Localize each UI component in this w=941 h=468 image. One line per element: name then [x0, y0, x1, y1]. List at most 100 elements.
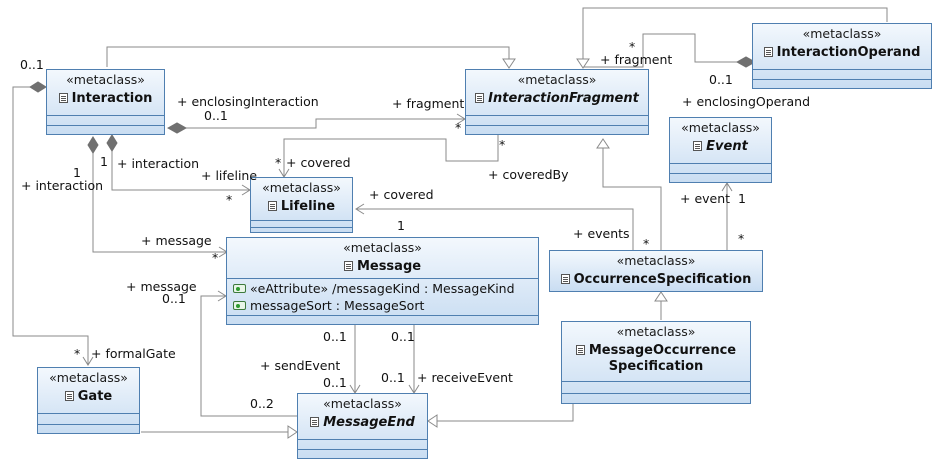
- class-name: OccurrenceSpecification: [573, 272, 752, 287]
- edge-interaction-gate: [12, 86, 89, 365]
- role-label: + enclosingOperand: [682, 94, 811, 109]
- multiplicity-label: 0..1: [20, 57, 44, 72]
- class-icon: [58, 93, 68, 103]
- role-label: + lifeline: [201, 168, 258, 183]
- role-label: + coveredBy: [488, 167, 569, 182]
- class-name-line1: MessageOccurrence: [588, 343, 737, 358]
- multiplicity-label: *: [643, 236, 650, 251]
- operation-compartment: [47, 125, 164, 126]
- role-label: + interaction: [21, 178, 104, 193]
- operation-compartment: [670, 173, 771, 174]
- multiplicity-label: 0..1: [709, 72, 733, 87]
- attribute-compartment: [227, 278, 538, 279]
- operation-compartment: [38, 424, 139, 425]
- edge-occ-generalization: [602, 140, 662, 250]
- multiplicity-label: *: [738, 231, 745, 246]
- stereotype-label: «metaclass»: [681, 120, 760, 135]
- attribute-compartment: [670, 163, 771, 164]
- role-label: + events: [573, 226, 630, 241]
- gen-arrow-operand: [576, 58, 590, 69]
- class-message-occurrence-specification[interactable]: «metaclass» MessageOccurrence Specificat…: [561, 321, 751, 404]
- multiplicity-label: *: [275, 155, 282, 170]
- multiplicity-label: 1: [397, 218, 405, 233]
- attribute-compartment: [466, 115, 648, 116]
- class-name: MessageEnd: [323, 415, 415, 430]
- class-icon: [310, 417, 320, 427]
- attribute-compartment: [298, 439, 427, 440]
- edge-interaction-generalization: [106, 46, 510, 67]
- attribute-compartment: [753, 69, 931, 70]
- attribute-icon: [233, 301, 246, 310]
- class-icon: [64, 391, 74, 401]
- class-icon: [575, 345, 585, 355]
- operation-compartment: [298, 449, 427, 450]
- operation-compartment: [753, 79, 931, 80]
- stereotype-label: «metaclass»: [517, 72, 597, 87]
- class-gate[interactable]: «metaclass» Gate: [37, 367, 140, 434]
- nav-arrow-covered: [355, 203, 365, 215]
- class-name: Lifeline: [280, 199, 336, 214]
- attribute-compartment: [47, 115, 164, 116]
- edge-messageend-message: [200, 295, 297, 417]
- multiplicity-label: *: [226, 192, 233, 207]
- multiplicity-label: 0..1: [204, 108, 228, 123]
- nav-arrow-gate: [82, 356, 94, 366]
- attribute-row[interactable]: messageSort : MessageSort: [233, 298, 424, 313]
- class-lifeline[interactable]: «metaclass» Lifeline: [250, 177, 353, 233]
- multiplicity-label: 1: [738, 191, 746, 206]
- stereotype-label: «metaclass»: [616, 324, 696, 339]
- class-message[interactable]: «metaclass» Message «eAttribute» /messag…: [226, 237, 539, 325]
- gen-arrow-mos-end: [427, 414, 438, 428]
- role-label: + covered: [369, 187, 434, 202]
- role-label: + receiveEvent: [417, 370, 513, 385]
- class-name: Gate: [77, 389, 113, 404]
- multiplicity-label: 1: [100, 154, 108, 169]
- class-message-end[interactable]: «metaclass» MessageEnd: [297, 393, 428, 459]
- class-icon: [763, 47, 773, 57]
- role-label: + fragment: [600, 52, 673, 67]
- multiplicity-label: *: [499, 137, 506, 152]
- multiplicity-label: 0..1: [323, 329, 347, 344]
- edge-operand-fragment: [583, 33, 737, 68]
- multiplicity-label: 0..1: [162, 291, 186, 306]
- multiplicity-label: 0..1: [381, 370, 405, 385]
- attribute-compartment: [251, 220, 352, 221]
- class-event[interactable]: «metaclass» Event: [669, 117, 772, 183]
- role-label: + interaction: [117, 156, 200, 171]
- class-interaction-fragment[interactable]: «metaclass» InteractionFragment: [465, 69, 649, 135]
- edge-lifeline-covered-by: [283, 135, 499, 177]
- operation-compartment: [466, 125, 648, 126]
- role-label: + fragment: [392, 96, 465, 111]
- attribute-row[interactable]: «eAttribute» /messageKind : MessageKind: [233, 281, 515, 296]
- stereotype-label: «metaclass»: [66, 72, 145, 87]
- gen-arrow-mos: [654, 291, 668, 302]
- role-label: + event: [680, 191, 731, 206]
- multiplicity-label: *: [74, 346, 81, 361]
- diamond-interaction-lifeline: [106, 134, 118, 152]
- multiplicity-label: 0..2: [250, 396, 274, 411]
- role-label: + sendEvent: [260, 358, 341, 373]
- operation-compartment: [251, 227, 352, 228]
- class-name-line2: Specification: [608, 359, 704, 374]
- class-interaction[interactable]: «metaclass» Interaction: [46, 69, 165, 135]
- class-icon: [693, 141, 703, 151]
- edge-mos-messageend: [428, 404, 574, 422]
- edge-occ-covered: [356, 208, 634, 250]
- multiplicity-label: 0..1: [323, 375, 347, 390]
- role-label: + covered: [286, 155, 351, 170]
- multiplicity-label: 0..1: [391, 329, 415, 344]
- stereotype-label: «metaclass»: [262, 180, 341, 195]
- diamond-interaction-gate: [29, 81, 47, 93]
- multiplicity-label: *: [455, 120, 462, 135]
- gen-arrow-interaction: [502, 58, 516, 69]
- class-interaction-operand[interactable]: «metaclass» InteractionOperand: [752, 23, 932, 89]
- edge-operand-generalization: [582, 7, 888, 67]
- multiplicity-label: *: [629, 39, 636, 54]
- attribute-compartment: [562, 381, 750, 382]
- class-icon: [343, 261, 353, 271]
- attribute-text: messageSort : MessageSort: [250, 298, 425, 313]
- class-occurrence-specification[interactable]: «metaclass» OccurrenceSpecification: [549, 250, 763, 292]
- role-label: + formalGate: [91, 346, 176, 361]
- role-label: + message: [141, 233, 212, 248]
- gen-arrow-occ: [596, 138, 610, 149]
